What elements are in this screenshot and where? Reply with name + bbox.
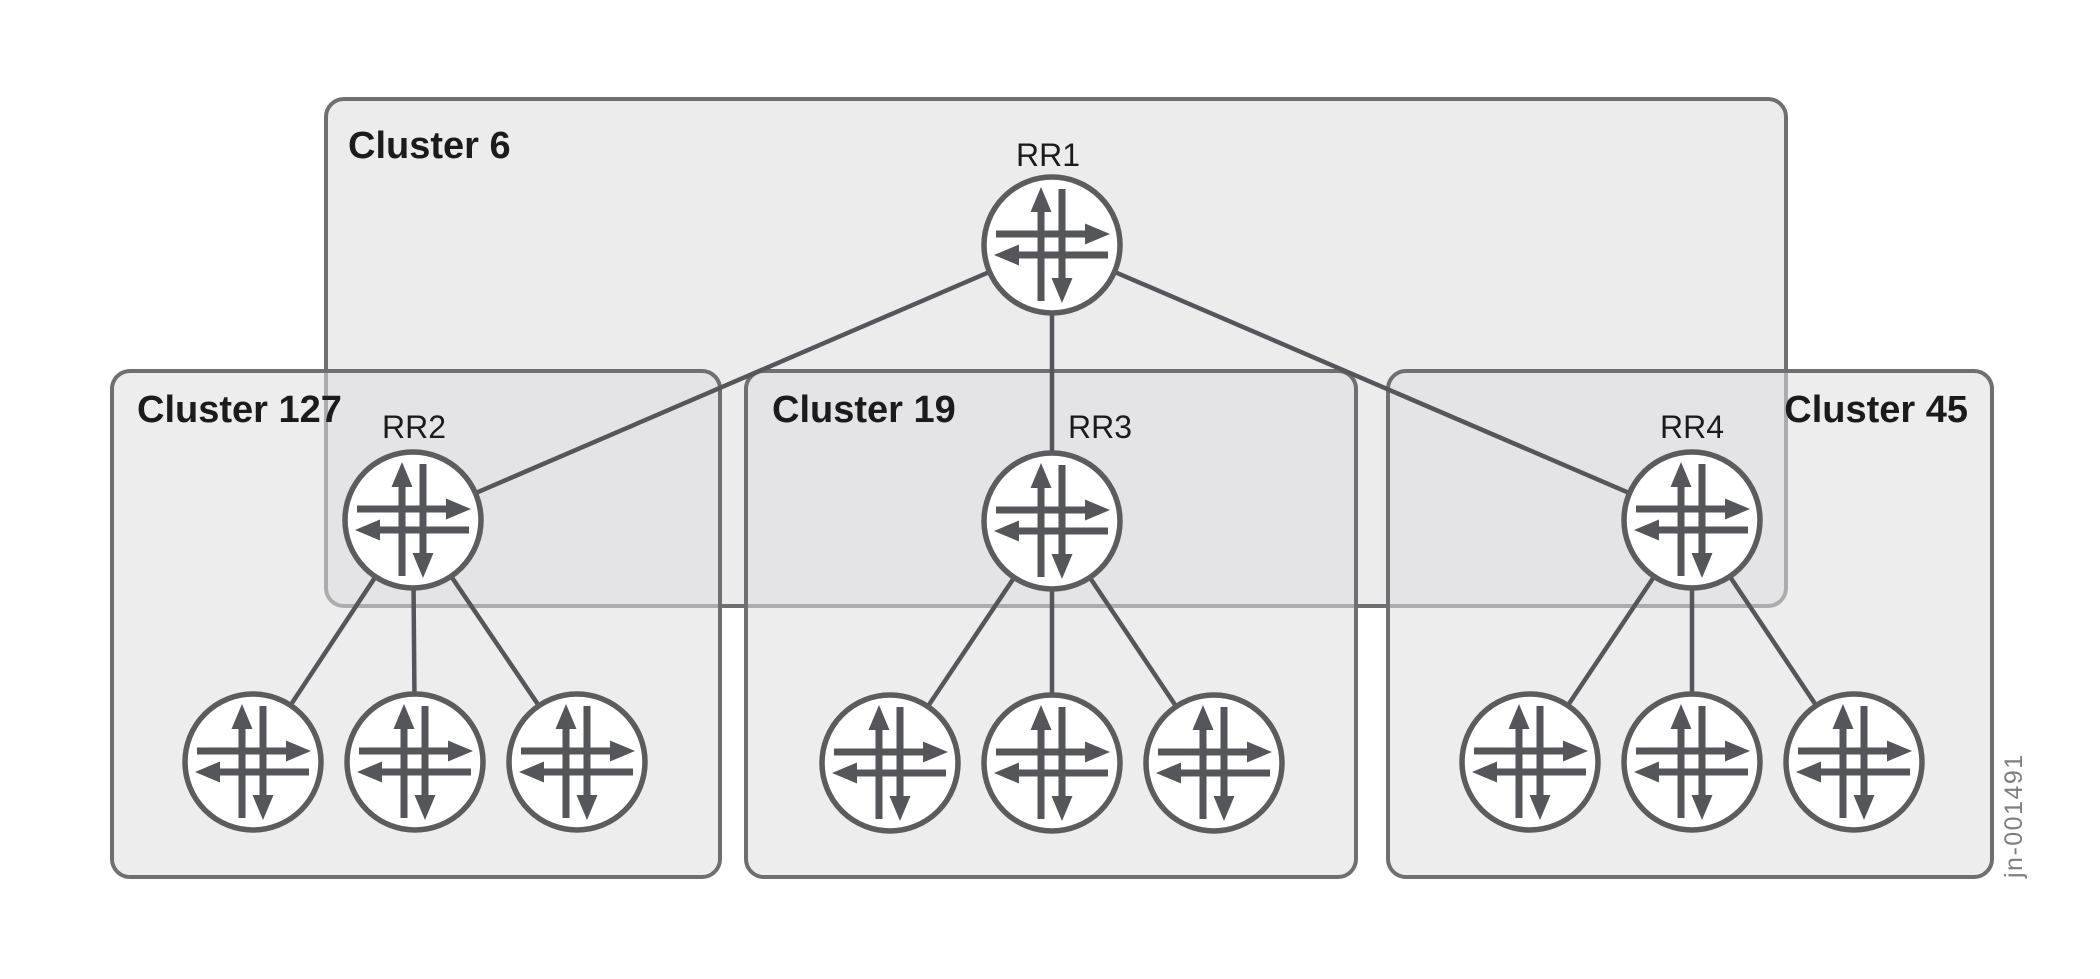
router-node-c45-router-2	[1621, 691, 1763, 833]
router-arrows-icon	[994, 187, 1110, 303]
router-node-c127-router-3	[506, 691, 648, 833]
cluster-label-cluster-127: Cluster 127	[137, 389, 342, 431]
router-arrows-icon	[1472, 704, 1588, 820]
node-label-rr2: RR2	[382, 409, 446, 445]
router-node-c45-router-1	[1459, 691, 1601, 833]
node-label-rr1: RR1	[1016, 137, 1080, 173]
router-arrows-icon	[195, 704, 311, 820]
router-node-c127-router-2	[344, 691, 486, 833]
router-node-rr4	[1621, 449, 1763, 591]
node-label-rr4: RR4	[1660, 409, 1724, 445]
edge-rr1-rr2	[410, 242, 1055, 523]
router-node-rr3	[981, 450, 1123, 592]
router-arrows-icon	[1634, 462, 1750, 578]
router-arrows-icon	[1156, 705, 1272, 821]
cluster-label-cluster-19: Cluster 19	[772, 389, 956, 431]
router-node-c45-router-3	[1783, 691, 1925, 833]
cluster-label-cluster-6: Cluster 6	[348, 125, 511, 167]
router-node-rr1	[981, 174, 1123, 316]
node-label-rr3: RR3	[1068, 409, 1132, 445]
router-arrows-icon	[832, 705, 948, 821]
cluster-label-cluster-45: Cluster 45	[1784, 389, 1968, 431]
router-node-c19-router-3	[1143, 692, 1285, 834]
router-node-c127-router-1	[182, 691, 324, 833]
router-arrows-icon	[357, 704, 473, 820]
router-nodes-layer	[182, 174, 1925, 834]
router-arrows-icon	[994, 463, 1110, 579]
router-node-c19-router-1	[819, 692, 961, 834]
router-arrows-icon	[994, 705, 1110, 821]
edge-rr1-rr4	[1049, 242, 1695, 523]
figure-id-text: jn-001491	[2000, 753, 2028, 879]
router-node-rr2	[342, 449, 484, 591]
router-arrows-icon	[355, 462, 471, 578]
router-node-c19-router-2	[981, 692, 1123, 834]
router-arrows-icon	[1796, 704, 1912, 820]
router-arrows-icon	[1634, 704, 1750, 820]
router-arrows-icon	[519, 704, 635, 820]
